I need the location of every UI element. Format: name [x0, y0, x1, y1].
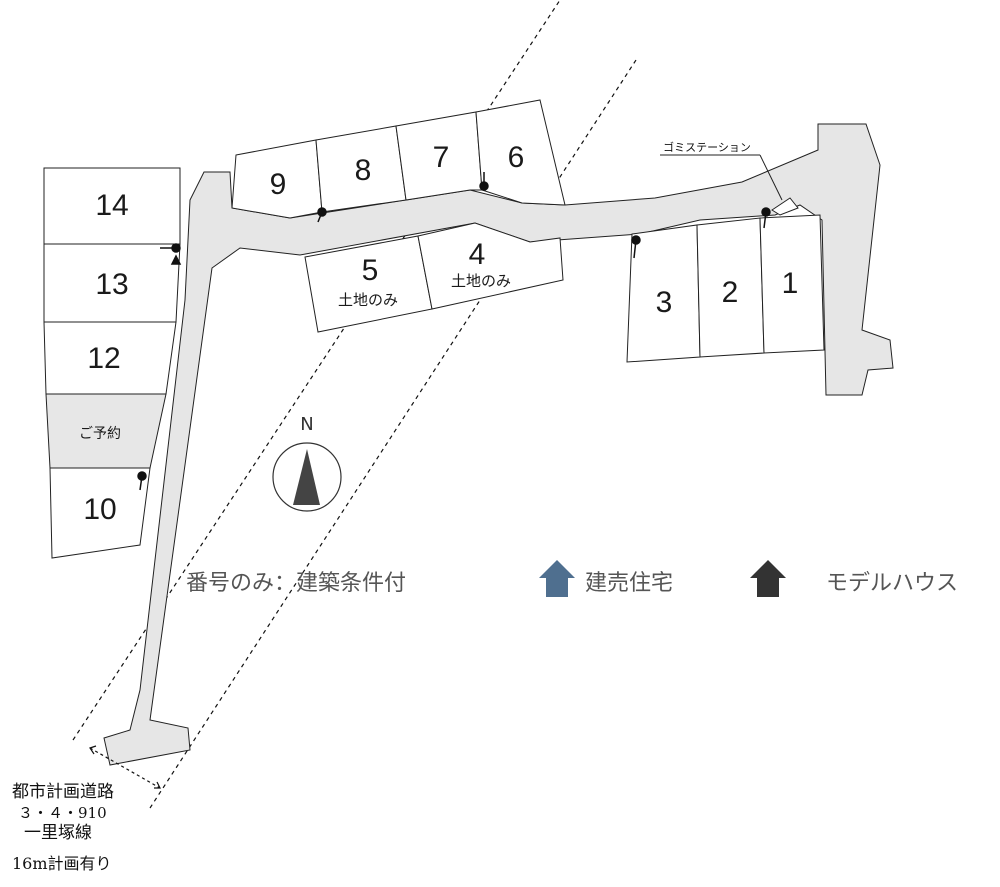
lot-8-number: 8: [355, 154, 372, 187]
lot-9-number: 9: [270, 168, 287, 201]
model-house-icon: [750, 560, 786, 597]
lot-9[interactable]: 9: [231, 139, 323, 219]
lot-7[interactable]: 7: [395, 111, 483, 201]
road-note-line3: 一里塚線: [24, 823, 92, 843]
lot-14[interactable]: 14: [43, 167, 181, 245]
lot-14-number: 14: [95, 189, 128, 222]
road-width-arrow: [89, 745, 161, 789]
lot-13-number: 13: [95, 268, 128, 301]
ready-built-house-icon: [539, 560, 575, 597]
lot-reserved[interactable]: ご予約: [45, 393, 167, 469]
lot-5-note: 土地のみ: [338, 291, 398, 309]
lot-reserved-label: ご予約: [79, 426, 121, 442]
lot-6[interactable]: 6: [475, 99, 566, 206]
lot-6-number: 6: [508, 141, 525, 174]
lot-12-number: 12: [87, 342, 120, 375]
legend-ready-built: 建売住宅: [585, 571, 673, 596]
lot-12[interactable]: 12: [43, 321, 177, 395]
road-note-line4: 16m計画有り: [12, 854, 112, 873]
lot-3-number: 3: [656, 286, 673, 319]
city-road-note: 都市計画道路 ３・４・910 一里塚線 16m計画有り: [12, 782, 114, 873]
garbage-station-label: ゴミステーション: [663, 140, 751, 154]
lot-5[interactable]: 5 土地のみ: [304, 235, 433, 333]
lot-2-number: 2: [722, 276, 739, 309]
garbage-station: [771, 197, 799, 216]
lot-1[interactable]: 1: [759, 214, 825, 354]
lot-4[interactable]: 4 土地のみ: [417, 222, 564, 310]
lot-3[interactable]: 3: [626, 224, 701, 363]
private-road: [103, 123, 894, 766]
lot-10[interactable]: 10: [49, 467, 151, 559]
lot-4-note: 土地のみ: [451, 272, 511, 290]
lot-7-number: 7: [433, 141, 450, 174]
road-note-line1: 都市計画道路: [12, 782, 114, 802]
compass-north-label: N: [300, 414, 313, 435]
entrance-markers: [137, 172, 771, 491]
lot-4-number: 4: [469, 238, 486, 271]
lot-1-number: 1: [782, 267, 799, 300]
legend: 番号のみ：建築条件付 建売住宅 モデルハウス: [186, 560, 958, 597]
lot-13[interactable]: 13: [43, 243, 181, 323]
lot-2[interactable]: 2: [696, 217, 765, 358]
lot-10-number: 10: [83, 493, 116, 526]
legend-numbers-only: 番号のみ：建築条件付: [186, 571, 406, 596]
lot-5-number: 5: [362, 254, 379, 287]
north-compass: N: [272, 414, 342, 512]
road-note-line2: ３・４・910: [18, 804, 107, 822]
lot-8[interactable]: 8: [315, 125, 407, 213]
legend-model-house: モデルハウス: [826, 571, 958, 596]
